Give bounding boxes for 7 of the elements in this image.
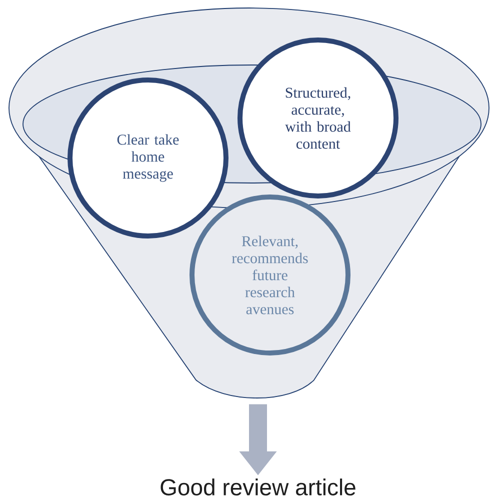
circle (190, 194, 350, 356)
circle-text: Clear take home message (117, 134, 179, 182)
circle-text: Structured, accurate, with broad content (285, 87, 351, 149)
circle-text: Relevant, recommends future research avenues (232, 236, 308, 314)
circle (68, 78, 228, 238)
circle (238, 38, 398, 198)
result-text: Good review article (160, 478, 356, 496)
